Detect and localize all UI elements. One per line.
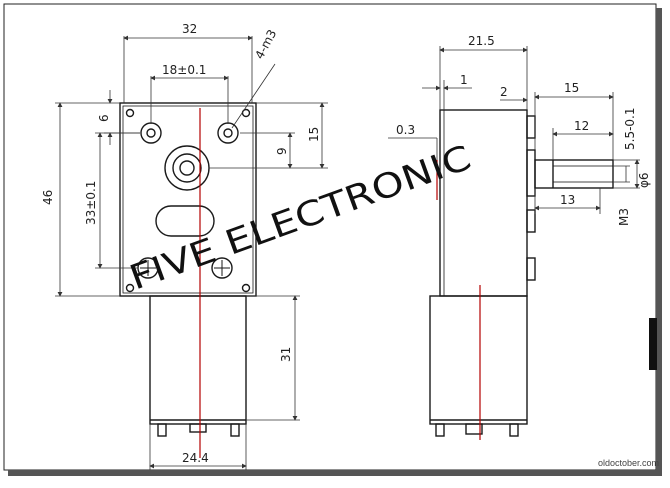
terminal-icon (230, 423, 240, 437)
dim-12: 12 (574, 119, 589, 133)
mount-hole-icon (140, 122, 162, 144)
credit-text: oldoctober.com (598, 458, 659, 468)
boss-feature (526, 209, 536, 233)
dim-phi6: φ6 (637, 172, 651, 188)
boss-feature (526, 149, 536, 197)
dim-2: 2 (500, 85, 508, 99)
gearbox-side-outline (439, 109, 528, 297)
boss-feature (526, 115, 536, 139)
corner-screw-icon (241, 283, 251, 293)
dim-31: 31 (279, 347, 293, 362)
hole-crosshairs (140, 260, 230, 276)
motor-side-outline (429, 295, 528, 425)
terminal-icon (435, 423, 445, 437)
terminal-icon (509, 423, 519, 437)
mount-hole-icon (217, 122, 239, 144)
output-shaft (534, 159, 614, 189)
dim-5-5: 5.5-0.1 (623, 108, 637, 151)
slot-icon (155, 205, 215, 237)
dim-15-side: 15 (564, 81, 579, 95)
dim-21-5: 21.5 (468, 34, 495, 48)
dim-33: 33±0.1 (84, 181, 98, 225)
dim-0-3: 0.3 (396, 123, 415, 137)
dim-m3: M3 (617, 208, 631, 226)
terminal-icon (157, 423, 167, 437)
side-view (429, 109, 614, 437)
corner-screw-icon (125, 108, 135, 118)
dim-1: 1 (460, 73, 468, 87)
dim-46: 46 (41, 190, 55, 205)
dim-13: 13 (560, 193, 575, 207)
watermark: FIVE ELECTRONIC (124, 138, 476, 299)
dim-6: 6 (97, 114, 111, 122)
side-marker (649, 318, 657, 370)
motor-front-outline (149, 295, 247, 425)
sheet-border (3, 3, 662, 476)
shaft-boss-icon (164, 145, 210, 191)
corner-screw-icon (125, 283, 135, 293)
mount-hole-icon (211, 257, 233, 279)
dim-18: 18±0.1 (162, 63, 206, 77)
boss-feature (526, 257, 536, 281)
front-dim-lines (55, 35, 328, 470)
dim-4-m3: 4-m3 (252, 27, 279, 61)
dim-32: 32 (182, 22, 197, 36)
dim-15: 15 (307, 127, 321, 142)
side-dim-lines (388, 46, 640, 214)
dim-9: 9 (275, 147, 289, 155)
dim-24-4: 24.4 (182, 451, 209, 465)
